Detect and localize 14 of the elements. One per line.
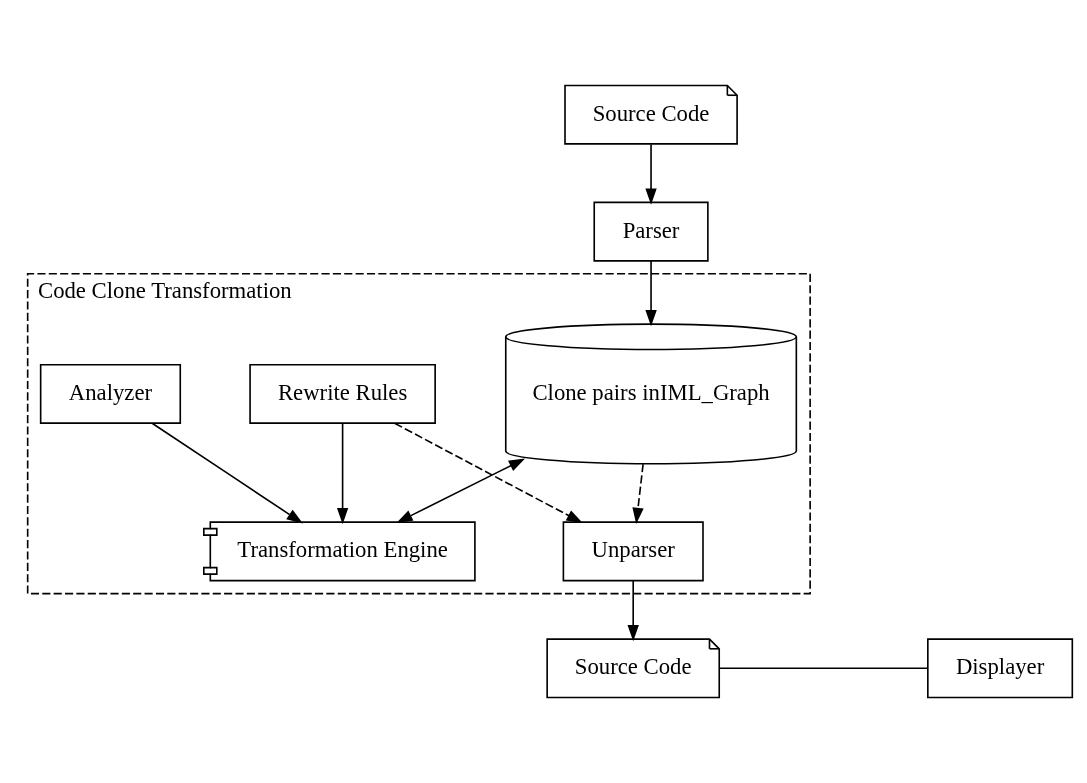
arrow — [632, 463, 644, 525]
arrow — [394, 422, 583, 524]
arrow — [336, 423, 349, 525]
node-box: Rewrite Rules — [249, 363, 436, 424]
node-box: Displayer — [927, 638, 1074, 699]
node-box: Parser — [593, 201, 709, 262]
arrow — [645, 143, 657, 205]
node-box: Analyzer — [39, 363, 182, 424]
connector — [719, 667, 929, 670]
arrow — [151, 422, 303, 524]
arrow — [627, 580, 639, 642]
arrow — [396, 458, 526, 523]
arrow — [645, 260, 657, 327]
node-box: Unparser — [562, 521, 704, 582]
